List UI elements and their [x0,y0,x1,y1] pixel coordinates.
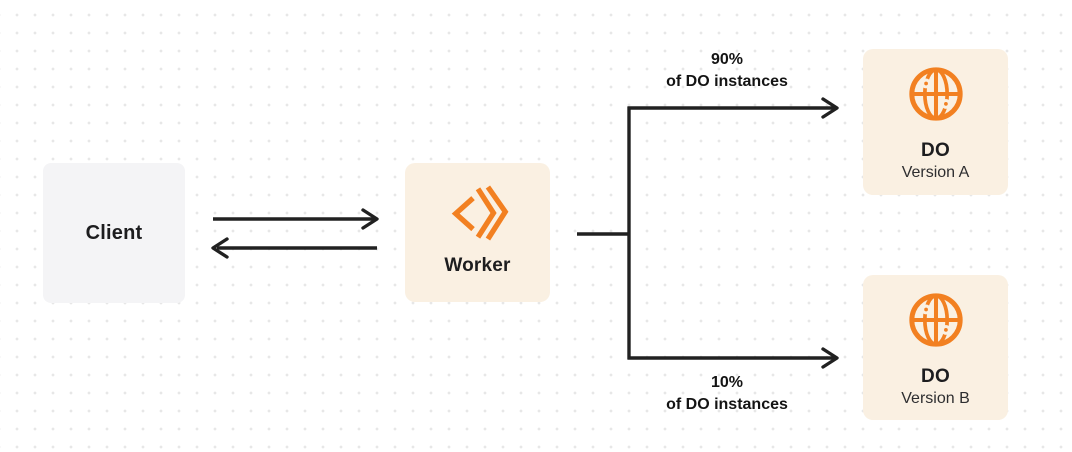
arrowhead-left-icon [211,237,229,259]
workers-chevron-icon [447,182,509,244]
branch-a-percent: 90% [710,51,744,68]
branch-b-percent: 10% [710,374,744,391]
do-b-title: DO [921,366,950,387]
arrowhead-right-icon [361,208,379,230]
do-a-subtitle: Version A [901,164,970,181]
branch-a-percentage-label: 90% of DO instances [626,49,828,93]
do-version-a-node: DO Version A [863,49,1008,195]
arrowhead-branch-b-icon [821,347,839,369]
worker-label: Worker [444,255,511,276]
do-a-title: DO [921,140,950,161]
worker-node: Worker [405,163,550,302]
globe-icon [905,289,967,351]
branch-b-percentage-label: 10% of DO instances [626,372,828,416]
client-label: Client [85,221,143,244]
arrowhead-branch-a-icon [821,97,839,119]
branch-b-caption: of DO instances [666,396,788,413]
globe-icon [905,63,967,125]
branch-a-caption: of DO instances [666,73,788,90]
client-node: Client [43,163,185,303]
do-b-subtitle: Version B [901,390,970,407]
do-version-b-node: DO Version B [863,275,1008,420]
